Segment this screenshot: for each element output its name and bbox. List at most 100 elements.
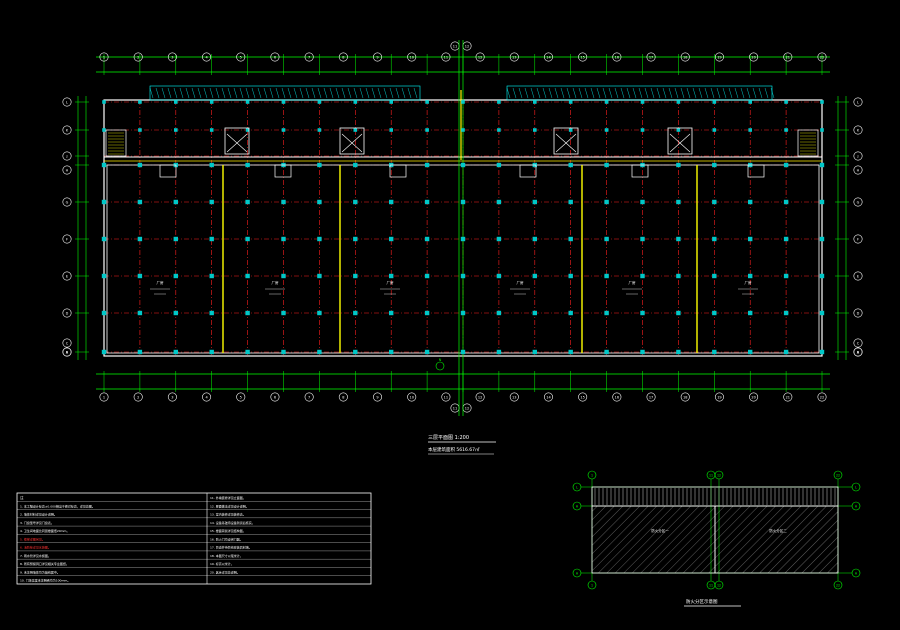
axis-bubble-left bbox=[62, 308, 72, 318]
office-column bbox=[425, 100, 429, 104]
structural-column bbox=[245, 310, 250, 316]
window-hatch bbox=[680, 87, 685, 99]
structural-column bbox=[604, 162, 609, 168]
axis-bubble-bottom-label: 13 bbox=[512, 396, 516, 400]
axis-bubble-top bbox=[133, 52, 143, 62]
structural-column bbox=[424, 162, 430, 168]
axis-bubble-top bbox=[749, 52, 759, 62]
axis-bubble-split-label: 12 bbox=[465, 45, 469, 49]
axis-bubble-bottom bbox=[373, 392, 383, 402]
hall-label: 厂房 bbox=[517, 280, 525, 285]
axis-bubble-left-label: A bbox=[66, 351, 69, 355]
axis-bubble-top-label: 6 bbox=[274, 56, 276, 60]
window-hatch bbox=[335, 87, 340, 99]
structural-column bbox=[640, 349, 645, 355]
structural-column bbox=[604, 199, 609, 205]
structural-column bbox=[101, 349, 107, 355]
axis-bubble-top bbox=[441, 52, 451, 62]
window-hatch bbox=[590, 87, 595, 99]
axis-bubble-bottom-label: 18 bbox=[683, 396, 687, 400]
office-column bbox=[820, 128, 824, 132]
axis-bubble-top-label: 13 bbox=[512, 56, 516, 60]
structural-column bbox=[460, 310, 466, 316]
structural-column bbox=[424, 349, 430, 355]
axis-bubble-bottom-label: 14 bbox=[546, 396, 551, 400]
axis-bubble-left-label: J bbox=[65, 155, 67, 159]
structural-column bbox=[496, 310, 502, 316]
structural-column bbox=[496, 273, 502, 279]
window-hatch bbox=[227, 87, 232, 99]
office-column bbox=[784, 100, 788, 104]
axis-bubble-top-label: 18 bbox=[683, 56, 687, 60]
window-hatch bbox=[566, 87, 571, 99]
structural-column bbox=[676, 162, 681, 168]
window-hatch bbox=[560, 87, 565, 99]
window-hatch bbox=[542, 87, 547, 99]
axis-bubble-top-label: 14 bbox=[546, 56, 551, 60]
office-column bbox=[497, 100, 501, 104]
shaft-room bbox=[274, 164, 292, 178]
lift-shaft-cross bbox=[669, 133, 691, 153]
axis-bubble-bottom-label: 8 bbox=[342, 396, 344, 400]
structural-column bbox=[748, 199, 753, 205]
window-hatch bbox=[740, 87, 745, 99]
structural-column bbox=[137, 349, 143, 355]
structural-column bbox=[209, 310, 214, 316]
structural-column bbox=[676, 310, 681, 316]
structural-column bbox=[460, 199, 466, 205]
window-hatch bbox=[638, 87, 643, 99]
lift-shaft bbox=[339, 127, 365, 155]
key-axis-label-side: H bbox=[576, 505, 579, 509]
axis-bubble-bottom bbox=[167, 392, 177, 402]
axis-bubble-bottom-label: 16 bbox=[615, 396, 619, 400]
note-line-right: 18. 本图尺寸以毫米计。 bbox=[210, 553, 243, 558]
axis-bubble-bottom bbox=[407, 392, 417, 402]
window-hatch bbox=[572, 87, 577, 99]
window-hatch bbox=[281, 87, 286, 99]
axis-bubble-bottom bbox=[749, 392, 759, 402]
axis-bubble-right-label: G bbox=[857, 201, 860, 205]
axis-bubble-bottom-label: 3 bbox=[171, 396, 173, 400]
office-column bbox=[533, 100, 537, 104]
structural-column bbox=[676, 199, 681, 205]
window-hatch bbox=[596, 87, 601, 99]
key-axis-label-top: 22 bbox=[836, 474, 840, 478]
office-column bbox=[676, 100, 681, 104]
axis-bubble-bottom-label: 5 bbox=[240, 396, 242, 400]
window-hatch bbox=[536, 87, 541, 99]
office-column bbox=[461, 100, 465, 104]
structural-column bbox=[424, 236, 430, 242]
window-hatch bbox=[413, 87, 418, 99]
structural-column bbox=[568, 162, 573, 168]
window-hatch bbox=[245, 87, 250, 99]
axis-bubble-top bbox=[680, 52, 690, 62]
key-zone-one bbox=[591, 505, 716, 574]
structural-column bbox=[317, 310, 322, 316]
structural-column bbox=[640, 236, 645, 242]
axis-bubble-right-label: D bbox=[857, 312, 860, 316]
structural-column bbox=[676, 236, 681, 242]
window-hatch bbox=[203, 87, 208, 99]
structural-column bbox=[101, 273, 107, 279]
general-notes-table: 注1. 本工程设计标高±0.000相当于绝对标高，详见总图。2. 墙体材料详见设… bbox=[16, 492, 372, 585]
window-hatch bbox=[656, 87, 661, 99]
hall-label: 厂房 bbox=[745, 280, 753, 285]
window-hatch bbox=[728, 87, 733, 99]
key-zone-two bbox=[714, 505, 839, 574]
structural-column bbox=[317, 349, 322, 355]
axis-bubble-bottom bbox=[578, 392, 588, 402]
note-line-left: 8. 所有预留洞口详见相关专业图纸。 bbox=[20, 561, 69, 566]
window-hatch bbox=[686, 87, 691, 99]
window-hatch bbox=[341, 87, 346, 99]
note-line-left: 5. 楼梯详图另见。 bbox=[20, 536, 45, 541]
structural-column bbox=[389, 273, 394, 279]
axis-bubble-left bbox=[62, 338, 72, 348]
window-hatch bbox=[191, 87, 196, 99]
window-hatch bbox=[650, 87, 655, 99]
axis-bubble-top-label: 19 bbox=[717, 56, 721, 60]
axis-bubble-bottom bbox=[270, 392, 280, 402]
office-column bbox=[389, 100, 393, 104]
axis-bubble-top bbox=[304, 52, 314, 62]
structural-column bbox=[783, 199, 789, 205]
axis-bubble-top-label: 12 bbox=[478, 56, 482, 60]
